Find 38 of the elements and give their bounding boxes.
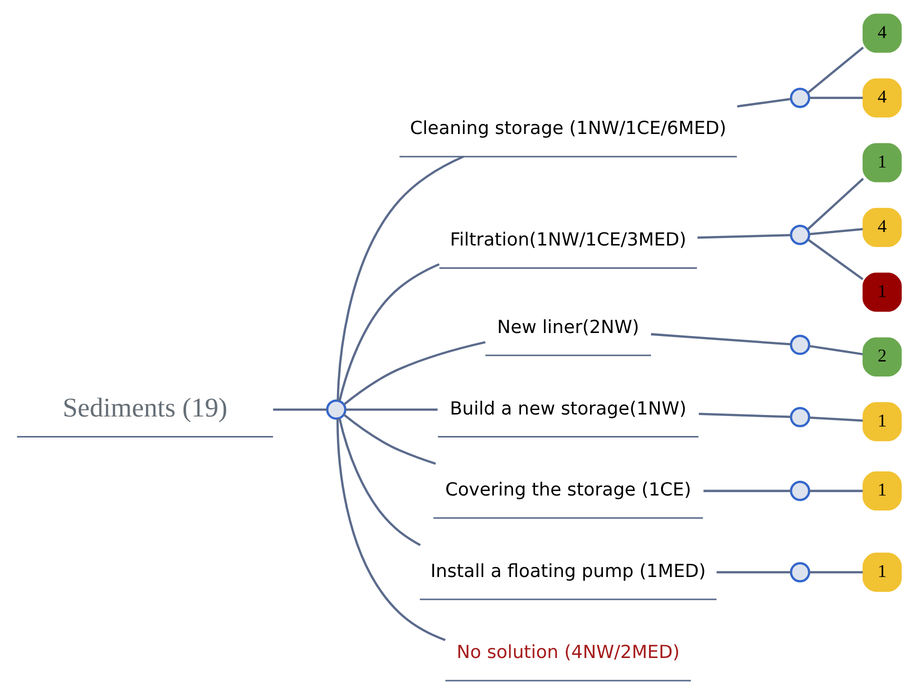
connector — [343, 414, 436, 465]
connector — [338, 418, 421, 546]
node-circle — [790, 224, 810, 246]
connector — [809, 228, 863, 236]
node-circle — [790, 480, 810, 502]
node-text: New liner(2NW) — [497, 316, 640, 338]
node-circle — [790, 88, 810, 108]
node-circle — [326, 399, 346, 420]
connector — [336, 418, 446, 642]
node-text: No solution (4NW/2MED) — [456, 642, 680, 664]
connector — [338, 263, 440, 402]
connector — [809, 344, 863, 356]
node-text: Install a floating pump (1MED) — [430, 560, 706, 582]
connector — [807, 178, 864, 230]
connector — [808, 238, 864, 280]
node-circle — [790, 406, 810, 428]
connector — [336, 156, 464, 400]
node-text: Cleaning storage (1NW/1CE/6MED) — [410, 118, 726, 140]
connector — [809, 96, 863, 100]
connector — [697, 234, 791, 239]
node-circle — [790, 334, 810, 356]
connector — [273, 408, 327, 411]
node-text: Build a new storage(1NW) — [450, 398, 686, 420]
connector — [809, 416, 863, 422]
connector — [704, 490, 791, 492]
node-text: Filtration(1NW/1CE/3MED) — [450, 230, 686, 251]
connector — [343, 341, 486, 406]
connector — [809, 490, 863, 492]
node-text: Covering the storage (1CE) — [445, 480, 692, 501]
node-text: Sediments (19) — [62, 392, 228, 422]
connector — [737, 98, 791, 108]
connector — [650, 333, 791, 346]
connector — [807, 46, 864, 94]
connector — [345, 408, 438, 411]
connector — [698, 412, 791, 418]
connector — [716, 571, 791, 574]
node-circle — [790, 562, 810, 582]
connector — [809, 571, 863, 574]
